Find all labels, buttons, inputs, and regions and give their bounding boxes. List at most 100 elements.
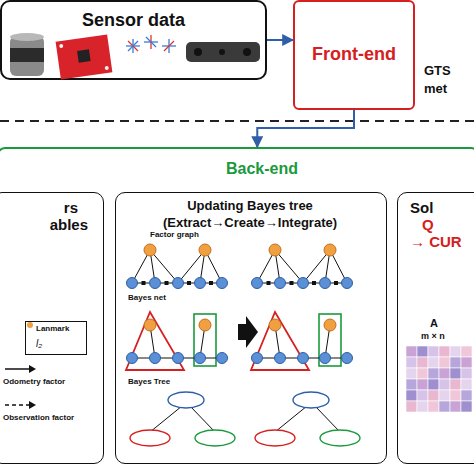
flow-arrow <box>257 110 354 147</box>
matrix-cell <box>450 390 461 401</box>
node-text: ables <box>0 216 88 233</box>
node-text: Front-end <box>295 44 413 65</box>
tree-clique <box>320 430 360 446</box>
bayes-edge <box>200 325 205 358</box>
node-text: Q <box>422 216 474 233</box>
node-text: rs <box>0 199 78 216</box>
landmark-node <box>199 244 211 256</box>
variable-node <box>298 278 309 289</box>
node-text: Updating Bayes tree <box>116 199 384 214</box>
factor-square <box>187 281 191 285</box>
variable-node <box>298 353 309 364</box>
landmark-node <box>269 244 281 256</box>
backend-box: Back-endrsablesLanmarkl₂Odometry factorO… <box>0 147 474 474</box>
tree-clique <box>195 430 235 446</box>
tree-edge <box>150 406 182 432</box>
matrix-cell <box>450 379 461 390</box>
figure-label: Bayes net <box>128 293 188 302</box>
factor-edge <box>132 250 150 283</box>
factor-square <box>209 281 213 285</box>
matrix-cell <box>406 379 417 390</box>
factor-square <box>267 281 271 285</box>
factor-square <box>290 281 294 285</box>
landmark-node <box>324 244 336 256</box>
factor-edge <box>275 250 280 283</box>
matrix-cell <box>450 401 461 412</box>
variable-node <box>173 353 184 364</box>
factor-square <box>312 281 316 285</box>
frontend-box: Front-end <box>293 0 415 110</box>
matrix-cell <box>428 401 439 412</box>
lanmark-sample <box>27 322 33 328</box>
figure-label: A <box>430 317 450 330</box>
variable-node <box>252 353 263 364</box>
variable-node <box>320 353 331 364</box>
matrix-cell <box>428 346 439 357</box>
figure-label: Factor graph <box>150 230 220 239</box>
variable-node <box>217 353 228 364</box>
factor-edge <box>205 250 222 283</box>
matrix-cell <box>406 346 417 357</box>
matrix-cell <box>406 357 417 368</box>
matrix-cell <box>428 379 439 390</box>
matrix-cell <box>417 401 428 412</box>
variable-node <box>275 278 286 289</box>
bayes-edge <box>257 358 347 359</box>
legend-line <box>5 368 31 370</box>
factor-edge <box>150 250 155 283</box>
factor-edge <box>325 250 330 283</box>
factor-edge <box>178 250 205 283</box>
bayes-graphs <box>126 244 360 446</box>
variable-node <box>195 278 206 289</box>
matrix-cell <box>439 368 450 379</box>
node-text: Lanmark <box>36 324 86 333</box>
tree-clique <box>168 392 204 408</box>
legend-line-sample <box>3 398 37 412</box>
matrix-cell <box>439 379 450 390</box>
matrix-cell <box>461 346 472 357</box>
bayes-edge <box>132 358 222 359</box>
matrix-cell <box>461 401 472 412</box>
matrix-cell <box>461 357 472 368</box>
matrix-cell <box>428 390 439 401</box>
matrix-cell <box>428 368 439 379</box>
factor-square <box>334 281 338 285</box>
separator-line <box>0 120 474 122</box>
factor-edge <box>200 250 205 283</box>
legend-text: Odometry factor <box>3 377 98 386</box>
legend-line-sample <box>3 362 37 376</box>
legend-head <box>29 365 36 373</box>
legend-line <box>5 404 31 406</box>
figure-label: GTS <box>424 64 474 79</box>
matrix-cell <box>439 390 450 401</box>
matrix-cell <box>417 346 428 357</box>
camera-icon <box>186 42 260 62</box>
matrix-cell <box>439 401 450 412</box>
tree-clique <box>255 430 295 446</box>
sensor-box: Sensor data <box>0 0 267 80</box>
flow-arrow <box>267 39 293 41</box>
factor-edge <box>257 282 347 283</box>
matrix-cell <box>406 390 417 401</box>
variable-node <box>150 353 161 364</box>
variable-node <box>127 353 138 364</box>
variable-node <box>173 278 184 289</box>
matrix-cell <box>417 379 428 390</box>
matrix-cell <box>417 368 428 379</box>
axis-icons <box>126 35 176 53</box>
matrix-cell <box>406 401 417 412</box>
tree-clique <box>293 392 329 408</box>
bayes-edge <box>275 325 280 358</box>
matrix-grid <box>406 346 472 412</box>
tree-clique <box>130 430 170 446</box>
matrix-cell <box>417 357 428 368</box>
landmark-node <box>269 319 281 331</box>
transform-arrow <box>238 316 258 348</box>
matrix-cell <box>461 379 472 390</box>
matrix-cell <box>450 357 461 368</box>
node-text: (Extract→Create→Integrate) <box>116 216 384 231</box>
landmark-node <box>324 319 336 331</box>
clique-outline <box>319 314 341 366</box>
